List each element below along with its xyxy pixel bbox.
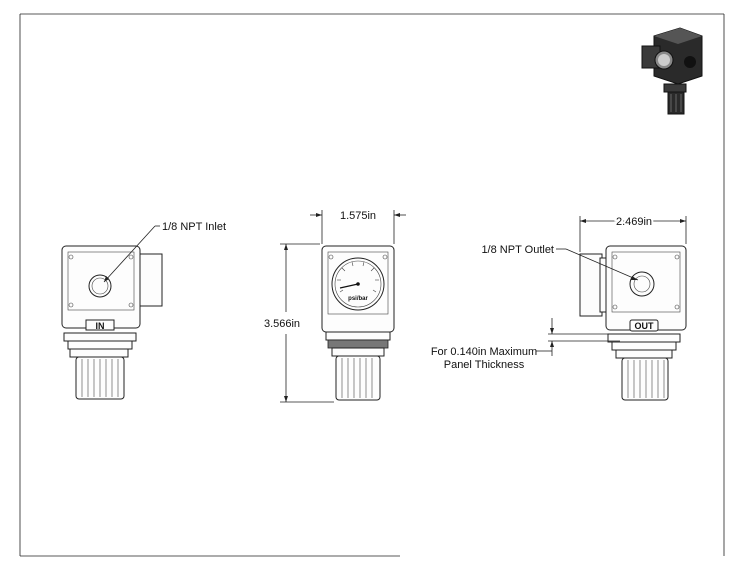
dimension-height: 3.566in: [264, 243, 334, 403]
center-view-regulator: psi/bar: [321, 245, 395, 401]
dimension-width-side: 2.469in: [579, 214, 687, 252]
right-view-regulator: OUT: [579, 245, 687, 401]
outlet-label: 1/8 NPT Outlet: [481, 244, 554, 256]
sheet-border: [19, 13, 725, 557]
out-tag-box: [629, 319, 659, 332]
height-label: 3.566in: [264, 318, 300, 330]
width-side-label: 2.469in: [616, 216, 652, 228]
inlet-label: 1/8 NPT Inlet: [162, 221, 226, 233]
dimension-width-front: 1.575in: [310, 210, 406, 244]
panel-thickness-line1: For 0.140in Maximum: [431, 346, 537, 358]
width-front-label: 1.575in: [340, 210, 376, 222]
in-tag-box: [85, 319, 115, 331]
isometric-thumbnail: [641, 27, 703, 115]
gauge-units: psi/bar: [348, 296, 368, 302]
inlet-callout: 1/8 NPT Inlet: [103, 221, 226, 283]
in-tag: IN: [96, 321, 105, 331]
panel-thickness-line2: Panel Thickness: [444, 359, 525, 371]
out-tag: OUT: [635, 321, 655, 331]
outlet-callout: 1/8 NPT Outlet: [481, 244, 639, 281]
left-view-regulator: IN: [61, 245, 163, 400]
dimension-panel-thickness: For 0.140in Maximum Panel Thickness: [431, 318, 620, 371]
